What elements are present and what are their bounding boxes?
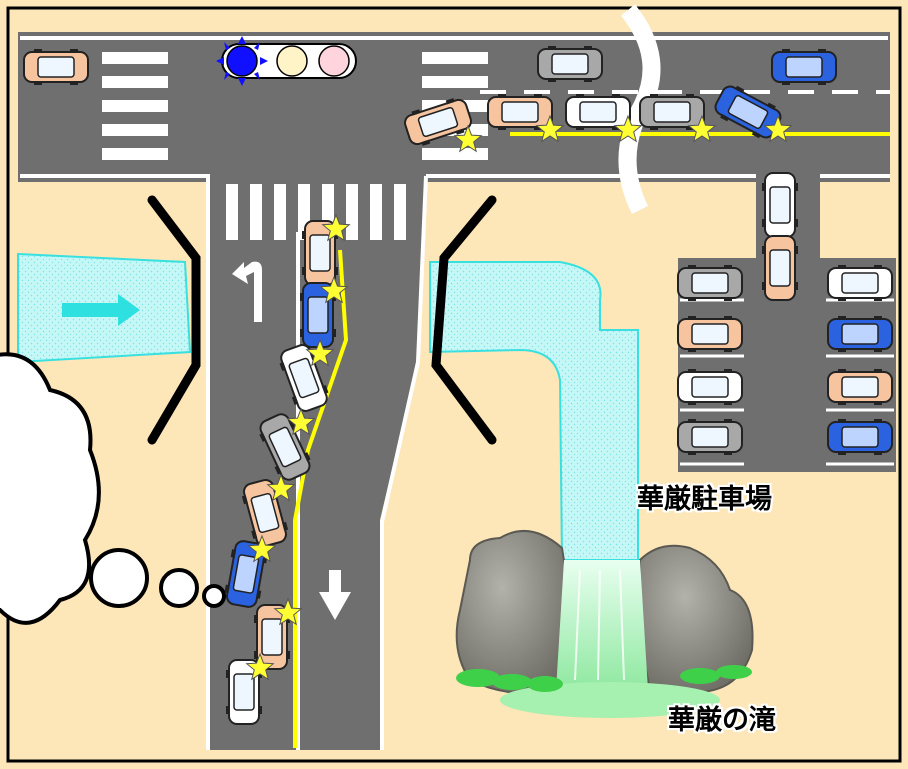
river (17, 252, 639, 561)
car (827, 316, 893, 352)
car (254, 604, 290, 670)
signal-red-lamp (318, 45, 350, 77)
parking-label: 華厳駐車場 (637, 484, 772, 515)
car (537, 46, 603, 82)
bump-star (321, 213, 351, 242)
bump-star (305, 338, 335, 367)
car (677, 369, 743, 405)
bump-star (319, 275, 349, 304)
bump-star (687, 114, 717, 143)
car (762, 235, 798, 301)
waterfall (455, 530, 754, 718)
car (714, 85, 782, 139)
car (23, 49, 89, 85)
car (762, 172, 798, 238)
bridge (147, 195, 497, 445)
bump-star (613, 114, 643, 143)
car (300, 282, 336, 348)
bump-star (266, 473, 296, 502)
lane-arrows (232, 261, 351, 620)
flow-arrow (62, 294, 140, 326)
car (771, 49, 837, 85)
car (404, 98, 472, 146)
bump-star (247, 534, 277, 563)
down-arrow (319, 570, 351, 620)
car (677, 265, 743, 301)
signal-yellow-lamp (276, 45, 308, 77)
car (677, 316, 743, 352)
car (639, 94, 705, 130)
bump-star (763, 114, 793, 143)
plunge-pool (500, 682, 720, 718)
river-lower (429, 261, 639, 561)
car (565, 94, 631, 130)
car (302, 220, 338, 286)
car (487, 94, 553, 130)
car (827, 369, 893, 405)
signal-blue-lamp (226, 45, 258, 77)
bump-star (535, 114, 565, 143)
cars (23, 46, 893, 725)
car (226, 659, 262, 725)
rock-right (639, 544, 754, 694)
car (677, 419, 743, 455)
bump-star (453, 124, 483, 153)
bump-star (245, 652, 275, 681)
rock-left (455, 530, 572, 695)
left-turn-arrow (232, 261, 262, 322)
bump-star (286, 407, 316, 436)
traffic-signal (216, 36, 357, 86)
thought-bubble (0, 352, 226, 625)
bump-star (273, 597, 303, 626)
car (827, 265, 893, 301)
falling-water (556, 560, 648, 690)
waterfall-label: 華厳の滝 (668, 705, 776, 736)
car (259, 413, 311, 481)
car (827, 419, 893, 455)
